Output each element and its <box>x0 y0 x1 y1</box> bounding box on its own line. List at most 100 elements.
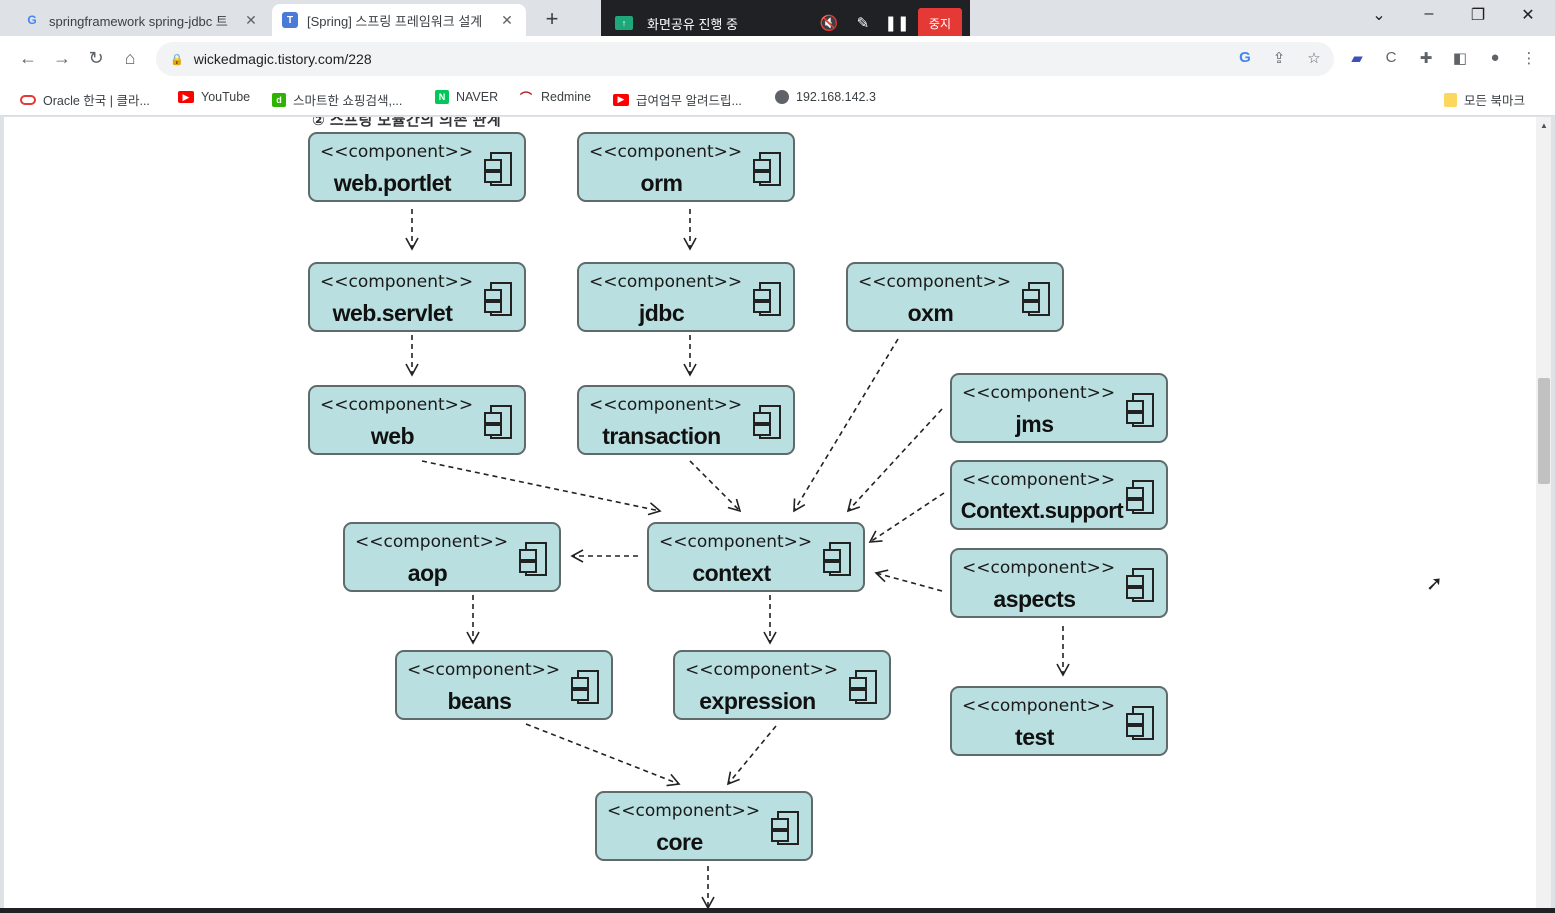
component-icon <box>753 405 781 439</box>
youtube-icon: ▶ <box>178 91 194 103</box>
component-web: <<component>> web <box>308 385 526 455</box>
component-name: test <box>1015 724 1054 750</box>
stereotype-label: <<component>> <box>589 142 743 162</box>
share-icon[interactable]: ⇪ <box>1272 50 1286 67</box>
bookmark-label: 192.168.142.3 <box>796 90 876 104</box>
extension-icon[interactable]: C <box>1385 49 1397 66</box>
tab-title: [Spring] 스프링 프레임워크 설계 <box>307 13 483 29</box>
extension-icon[interactable]: ▰ <box>1351 50 1363 67</box>
stereotype-label: <<component>> <box>320 395 474 415</box>
component-icon <box>484 282 512 316</box>
scrollbar-thumb[interactable] <box>1538 378 1550 484</box>
window-close-icon[interactable]: ✕ <box>1521 7 1535 24</box>
component-icon <box>1022 282 1050 316</box>
bookmark-payroll[interactable]: ▶ 급여업무 알려드립... <box>613 90 742 109</box>
component-name: web.portlet <box>333 170 452 196</box>
component-context-support: <<component>> Context.support <box>950 460 1168 530</box>
component-name: transaction <box>602 423 721 449</box>
tab-springframework[interactable]: G springframework spring-jdbc 트 ✕ <box>14 4 270 36</box>
close-icon[interactable]: ✕ <box>245 11 257 28</box>
bookmark-label: Oracle 한국 | 클라... <box>43 94 150 108</box>
component-name: beans <box>447 688 512 714</box>
stereotype-label: <<component>> <box>659 532 813 552</box>
component-icon <box>519 542 547 576</box>
bookmark-oracle[interactable]: Oracle 한국 | 클라... <box>20 90 150 109</box>
tab-title: springframework spring-jdbc 트 <box>49 13 228 29</box>
stop-share-button[interactable]: 중지 <box>917 7 962 39</box>
window-bottom-edge <box>0 908 1555 913</box>
component-name: jdbc <box>638 300 685 326</box>
component-icon <box>753 152 781 186</box>
home-icon[interactable]: ⌂ <box>124 48 136 68</box>
screen-share-icon: ↑ <box>615 16 633 30</box>
screen-share-status: 화면공유 진행 중 <box>647 16 738 32</box>
component-icon <box>849 670 877 704</box>
vertical-scrollbar[interactable] <box>1536 117 1551 908</box>
pause-icon[interactable]: ❚❚ <box>884 15 910 32</box>
component-icon <box>1126 480 1154 514</box>
component-orm: <<component>> orm <box>577 132 795 202</box>
redmine-icon: ⌒ <box>519 90 532 105</box>
bookmark-all[interactable]: 모든 북마크 <box>1444 90 1525 109</box>
url-text: wickedmagic.tistory.com/228 <box>193 51 372 67</box>
bookmark-redmine[interactable]: ⌒ Redmine <box>518 90 591 105</box>
minimize-icon[interactable]: – <box>1424 5 1434 22</box>
side-panel-icon[interactable]: ◧ <box>1452 50 1468 67</box>
component-context: <<component>> context <box>647 522 865 592</box>
tab-search-chevron-icon[interactable]: ⌄ <box>1372 7 1386 24</box>
stereotype-label: <<component>> <box>962 470 1116 490</box>
stereotype-label: <<component>> <box>355 532 509 552</box>
component-name: aop <box>407 560 448 586</box>
component-icon <box>823 542 851 576</box>
bookmark-label: 급여업무 알려드립... <box>636 94 742 108</box>
bookmark-label: NAVER <box>456 90 499 104</box>
google-lens-icon[interactable]: G <box>1239 49 1251 66</box>
profile-avatar-icon[interactable]: ● <box>1490 49 1500 66</box>
tab-spring-article[interactable]: T [Spring] 스프링 프레임워크 설계 ✕ <box>272 4 526 36</box>
puzzle-icon[interactable]: ✚ <box>1419 50 1433 67</box>
stereotype-label: <<component>> <box>320 272 474 292</box>
back-arrow-icon[interactable]: ← <box>19 48 37 68</box>
bookmark-star-icon[interactable]: ☆ <box>1307 50 1321 67</box>
component-name: orm <box>640 170 683 196</box>
bookmark-ip[interactable]: 192.168.142.3 <box>775 90 876 104</box>
address-bar[interactable]: 🔒 wickedmagic.tistory.com/228 <box>156 42 1334 76</box>
component-icon <box>753 282 781 316</box>
mouse-cursor-icon: ➚ <box>1426 573 1443 595</box>
scroll-up-arrow-icon[interactable]: ▲ <box>1540 121 1548 130</box>
bookmark-label: 스마트한 쇼핑검색,... <box>293 94 403 108</box>
bookmark-youtube[interactable]: ▶ YouTube <box>178 90 250 104</box>
bookmarks-bar: Oracle 한국 | 클라... ▶ YouTube d 스마트한 쇼핑검색,… <box>0 82 1555 116</box>
mute-speaker-icon[interactable]: 🔇 <box>819 15 839 32</box>
browser-toolbar: ← → ↻ ⌂ 🔒 wickedmagic.tistory.com/228 G … <box>0 36 1555 82</box>
dependency-arrows <box>405 209 1070 908</box>
close-icon[interactable]: ✕ <box>501 11 513 28</box>
component-web-portlet: <<component>> web.portlet <box>308 132 526 202</box>
component-aop: <<component>> aop <box>343 522 561 592</box>
component-oxm: <<component>> oxm <box>846 262 1064 332</box>
restore-icon[interactable]: ❐ <box>1470 7 1486 24</box>
stereotype-label: <<component>> <box>858 272 1012 292</box>
component-name: core <box>656 829 703 855</box>
youtube-icon: ▶ <box>613 93 629 106</box>
stereotype-label: <<component>> <box>320 142 474 162</box>
bookmark-label: YouTube <box>201 90 251 104</box>
component-icon <box>484 405 512 439</box>
tistory-icon: T <box>282 12 298 28</box>
component-icon <box>771 811 799 845</box>
component-test: <<component>> test <box>950 686 1168 756</box>
module-dependency-diagram: <<component>> web.portlet <<component>> … <box>4 117 1536 908</box>
component-icon <box>1126 568 1154 602</box>
pen-icon[interactable]: ✎ <box>856 15 870 32</box>
menu-dots-icon[interactable]: ⋮ <box>1521 50 1537 67</box>
component-jdbc: <<component>> jdbc <box>577 262 795 332</box>
component-aspects: <<component>> aspects <box>950 548 1168 618</box>
new-tab-button[interactable]: + <box>545 6 559 31</box>
stereotype-label: <<component>> <box>962 383 1116 403</box>
bookmark-shopping[interactable]: d 스마트한 쇼핑검색,... <box>272 90 402 109</box>
reload-icon[interactable]: ↻ <box>88 48 104 68</box>
bookmark-naver[interactable]: N NAVER <box>435 90 498 104</box>
stereotype-label: <<component>> <box>589 395 743 415</box>
forward-arrow-icon[interactable]: → <box>53 48 71 68</box>
